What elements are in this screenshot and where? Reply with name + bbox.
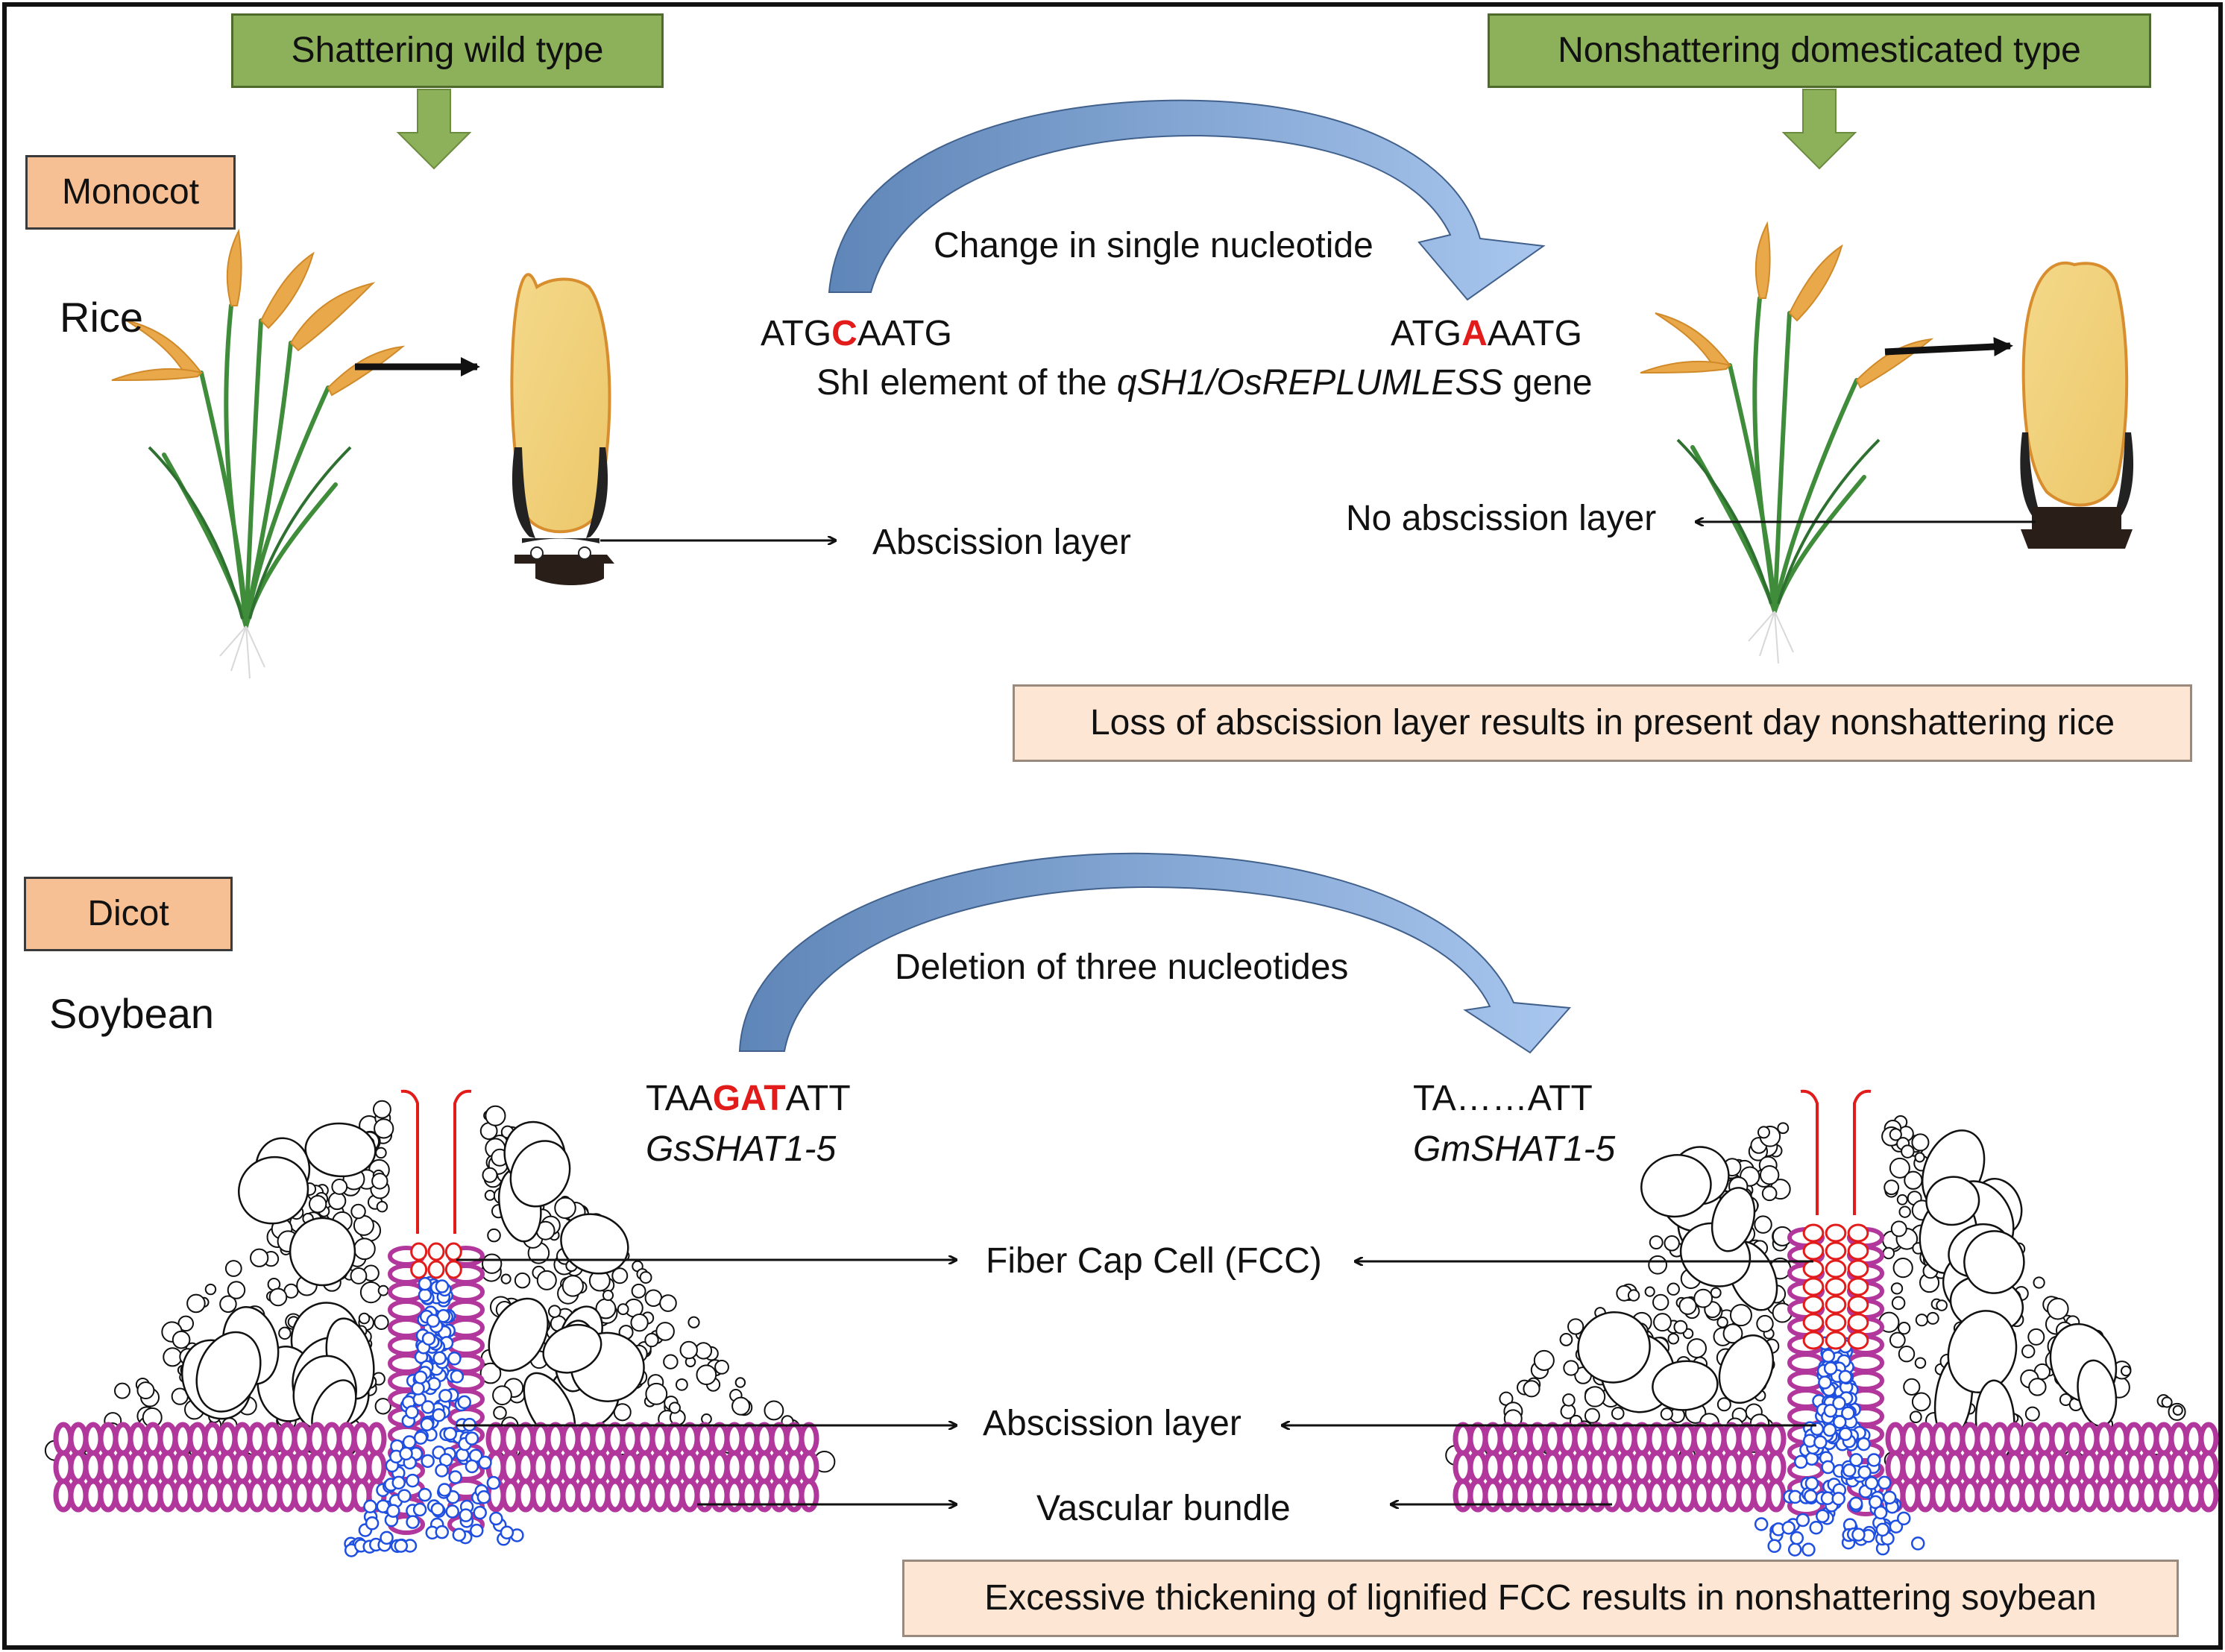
result-box-rice: Loss of abscission layer results in pres… bbox=[1013, 684, 2192, 762]
label-dicot: Dicot bbox=[24, 877, 233, 951]
label-abscission-layer-soybean: Abscission layer bbox=[983, 1404, 1241, 1443]
label-no-abscission-layer: No abscission layer bbox=[1346, 499, 1657, 538]
header-domesticated-type: Nonshattering domesticated type bbox=[1488, 13, 2151, 88]
mutation-caption-monocot: Change in single nucleotide bbox=[934, 226, 1373, 265]
rice-seed-domesticated bbox=[2020, 261, 2134, 549]
gene-line-suffix: gene bbox=[1502, 363, 1593, 403]
rice-plant-wild bbox=[111, 228, 406, 679]
sequence-wild-rice: ATGCAATG bbox=[761, 316, 952, 352]
seq-suffix: ATT bbox=[785, 1079, 851, 1118]
seq-snp-highlight: C bbox=[831, 314, 857, 353]
seq-prefix: ATG bbox=[761, 314, 832, 353]
seq-deleted-highlight: GAT bbox=[712, 1079, 786, 1118]
seq-suffix: AATG bbox=[1487, 314, 1582, 353]
seq-prefix: TAA bbox=[646, 1079, 713, 1118]
species-soybean: Soybean bbox=[49, 990, 215, 1037]
mutation-caption-dicot: Deletion of three nucleotides bbox=[895, 948, 1349, 987]
species-rice: Rice bbox=[60, 294, 144, 341]
gene-line-prefix: ShI element of the bbox=[816, 363, 1117, 403]
label-abscission-layer-rice: Abscission layer bbox=[872, 523, 1131, 562]
label-fiber-cap-cell: Fiber Cap Cell (FCC) bbox=[986, 1241, 1322, 1281]
label-vascular-bundle: Vascular bundle bbox=[1036, 1489, 1291, 1528]
rice-seed-wild bbox=[510, 273, 614, 585]
mutation-arc-arrow-monocot bbox=[828, 99, 1546, 301]
result-box-soybean: Excessive thickening of lignified FCC re… bbox=[902, 1560, 2179, 1637]
gene-name-gsshat: GsSHAT1-5 bbox=[646, 1129, 837, 1169]
gene-line-rice: ShI element of the qSH1/OsREPLUMLESS gen… bbox=[816, 365, 1593, 401]
label-monocot: Monocot bbox=[25, 155, 236, 230]
sequence-domesticated-rice: ATGAAATG bbox=[1391, 316, 1582, 352]
sequence-wild-soybean: TAAGATATT bbox=[646, 1081, 851, 1117]
green-down-arrow-domesticated bbox=[1781, 89, 1857, 170]
header-wild-type: Shattering wild type bbox=[231, 13, 664, 88]
seq-snp-highlight: A bbox=[1461, 314, 1488, 353]
arrow-rice-to-seed-domesticated bbox=[1884, 337, 2013, 357]
sequence-domesticated-soybean: TA……ATT bbox=[1413, 1079, 1593, 1118]
green-down-arrow-wild bbox=[396, 89, 472, 170]
mutation-arc-arrow-dicot bbox=[738, 852, 1572, 1054]
soybean-section-domesticated bbox=[1445, 1089, 2219, 1557]
seq-suffix: AATG bbox=[857, 314, 952, 353]
seq-prefix: ATG bbox=[1391, 314, 1462, 353]
rice-plant-domesticated bbox=[1640, 221, 1934, 664]
gene-name-gmshat: GmSHAT1-5 bbox=[1413, 1129, 1616, 1169]
gene-name-qsh1: qSH1/OsREPLUMLESS bbox=[1116, 363, 1503, 403]
soybean-section-wild bbox=[44, 1089, 836, 1557]
